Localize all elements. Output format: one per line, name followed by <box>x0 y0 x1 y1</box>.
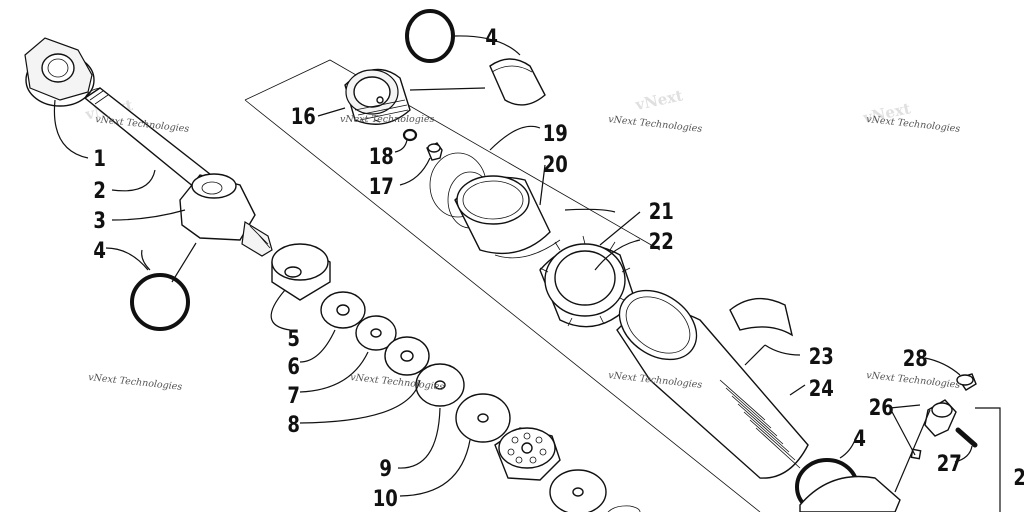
part-28-screw <box>956 373 977 391</box>
callout-21: 21 <box>649 198 674 224</box>
callout-4-left: 4 <box>93 237 106 263</box>
callout-5: 5 <box>287 325 300 351</box>
callout-26: 26 <box>869 394 894 420</box>
part-26-fitting <box>910 399 957 460</box>
part-11-washer <box>549 469 607 512</box>
watermark-5: vNext Technologies <box>88 372 183 393</box>
callout-7: 7 <box>287 382 300 408</box>
part-8b-washer <box>415 363 465 407</box>
part-18-small-o-ring <box>402 128 418 142</box>
part-1-eyelet <box>24 37 95 107</box>
part-3-seal-head <box>179 173 273 257</box>
callout-23: 23 <box>809 343 834 369</box>
callout-20: 20 <box>543 151 568 177</box>
watermark-4: vNext Technologies <box>866 114 961 135</box>
part-6-washer <box>320 291 366 329</box>
part-20-sleeve <box>454 175 561 259</box>
part-4-band-top <box>489 58 546 106</box>
part-8-washer <box>384 336 430 376</box>
callout-4-bottom: 4 <box>853 425 866 451</box>
callout-25-partial: 2 <box>1013 464 1024 490</box>
callout-2: 2 <box>93 177 106 203</box>
callout-19: 19 <box>543 120 568 146</box>
callout-27: 27 <box>937 450 962 476</box>
part-10-piston <box>494 427 561 481</box>
part-17-valve <box>426 142 443 161</box>
part-27-o-ring-small <box>955 427 978 448</box>
watermark-8: vNext Technologies <box>866 370 961 391</box>
part-24-shock-body <box>616 289 809 479</box>
part-9-washer <box>455 393 511 443</box>
svg-text:vNext: vNext <box>633 86 685 114</box>
callout-1: 1 <box>93 145 106 171</box>
callout-24: 24 <box>809 375 834 401</box>
part-12-washer-partial <box>607 505 641 512</box>
watermark-2: vNext Technologies <box>340 114 434 125</box>
callout-28: 28 <box>903 345 928 371</box>
part-16-end-cap <box>344 68 411 125</box>
callout-4-top: 4 <box>485 24 498 50</box>
callout-18: 18 <box>369 143 394 169</box>
part-7-washer <box>355 315 397 351</box>
part-21-spring-collar <box>539 235 636 328</box>
callout-labels: 1 2 3 4 5 6 7 8 9 10 4 16 18 17 19 20 21… <box>93 24 1024 511</box>
part-4-o-ring-left <box>130 273 190 331</box>
part-lower-cap-partial <box>799 475 901 512</box>
callout-16: 16 <box>291 103 316 129</box>
callout-17: 17 <box>369 173 394 199</box>
callout-6: 6 <box>287 353 300 379</box>
callout-22: 22 <box>649 228 674 254</box>
watermark-3: vNext Technologies <box>608 114 703 135</box>
part-23-bump-cap <box>729 297 794 337</box>
part-4-o-ring-top <box>405 9 455 63</box>
subassembly-frame <box>244 59 761 512</box>
leader-lines <box>53 35 1001 512</box>
callout-9: 9 <box>379 455 392 481</box>
callout-8: 8 <box>287 411 300 437</box>
callout-10: 10 <box>373 485 398 511</box>
part-5-bumper <box>271 243 331 301</box>
callout-3: 3 <box>93 207 106 233</box>
